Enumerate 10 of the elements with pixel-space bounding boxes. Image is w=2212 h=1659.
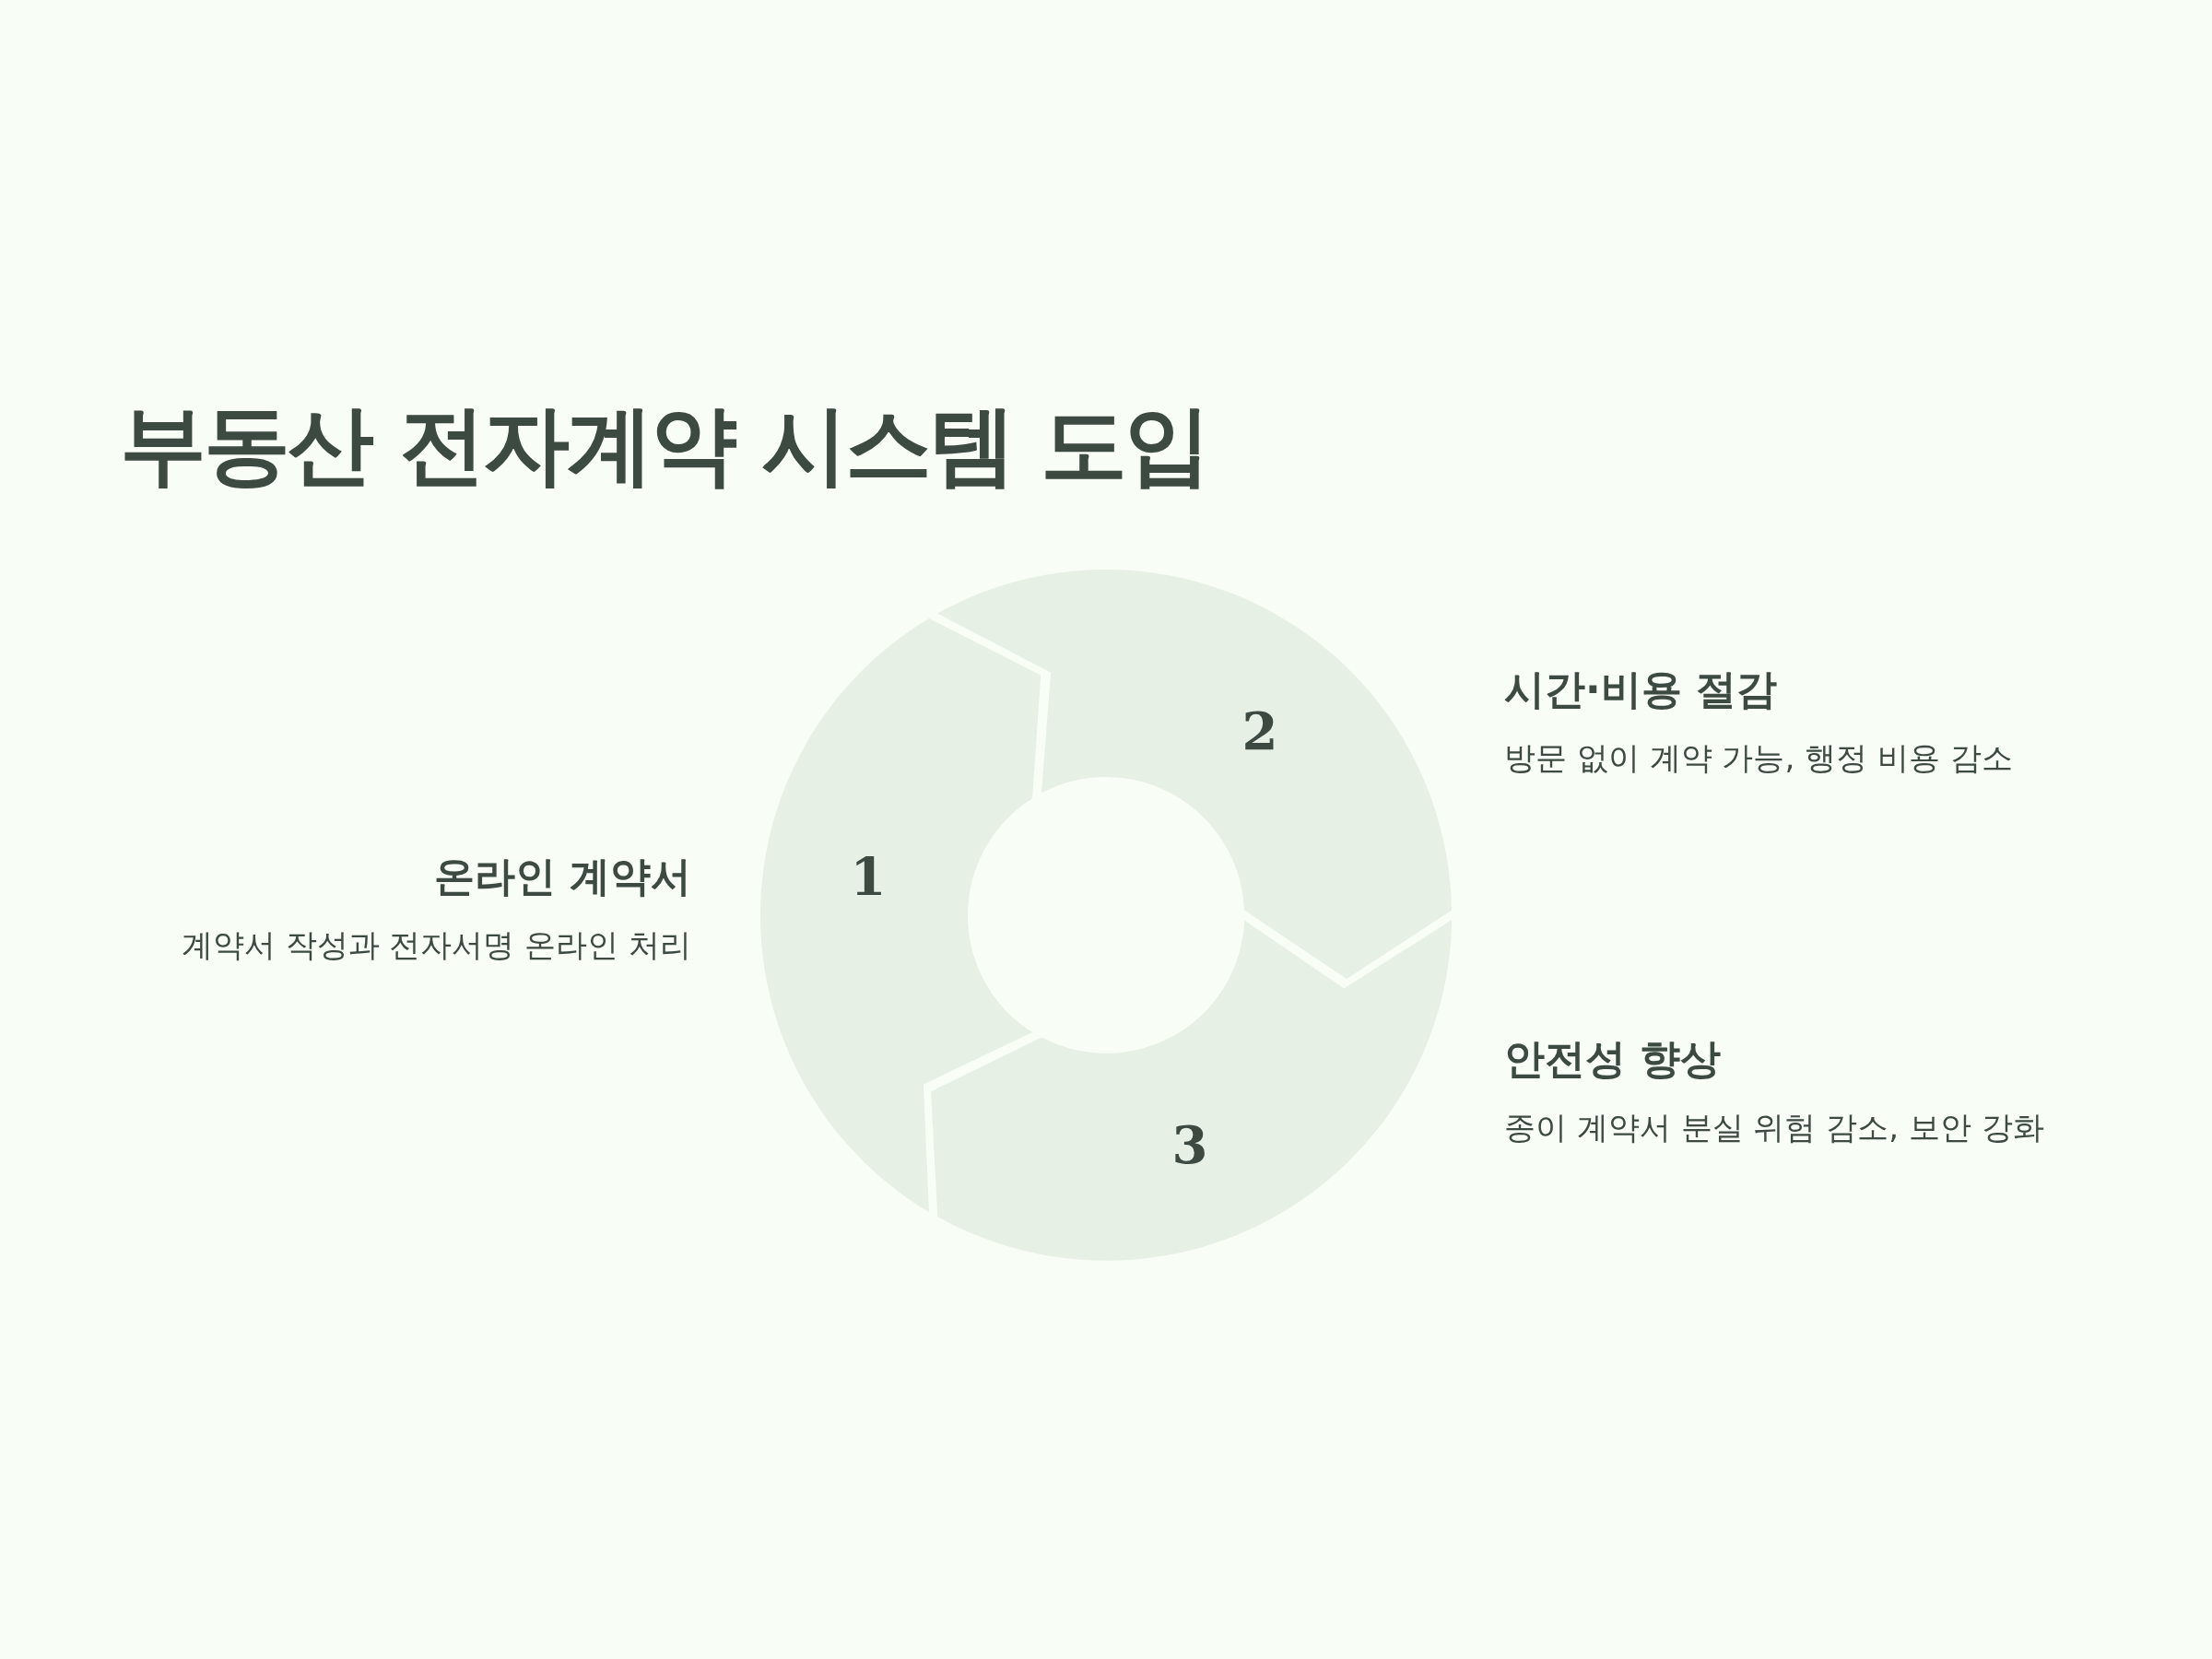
step-number: 2 [1241, 705, 1278, 757]
step-description: 계약서 작성과 전자서명 온라인 처리 [181, 926, 691, 964]
title: 부동산 전자계약 시스템 도입 [120, 394, 1209, 497]
step-number: 1 [850, 851, 887, 902]
step-heading: 안전성 향상 [1504, 1035, 1722, 1084]
step-heading: 온라인 계약서 [433, 853, 691, 901]
step-number: 3 [1171, 1119, 1208, 1171]
step-description: 방문 없이 계약 가능, 행정 비용 감소 [1504, 739, 2013, 777]
step-heading: 시간·비용 절감 [1504, 665, 1778, 714]
step-description: 종이 계약서 분실 위험 감소, 보안 강화 [1504, 1109, 2044, 1147]
